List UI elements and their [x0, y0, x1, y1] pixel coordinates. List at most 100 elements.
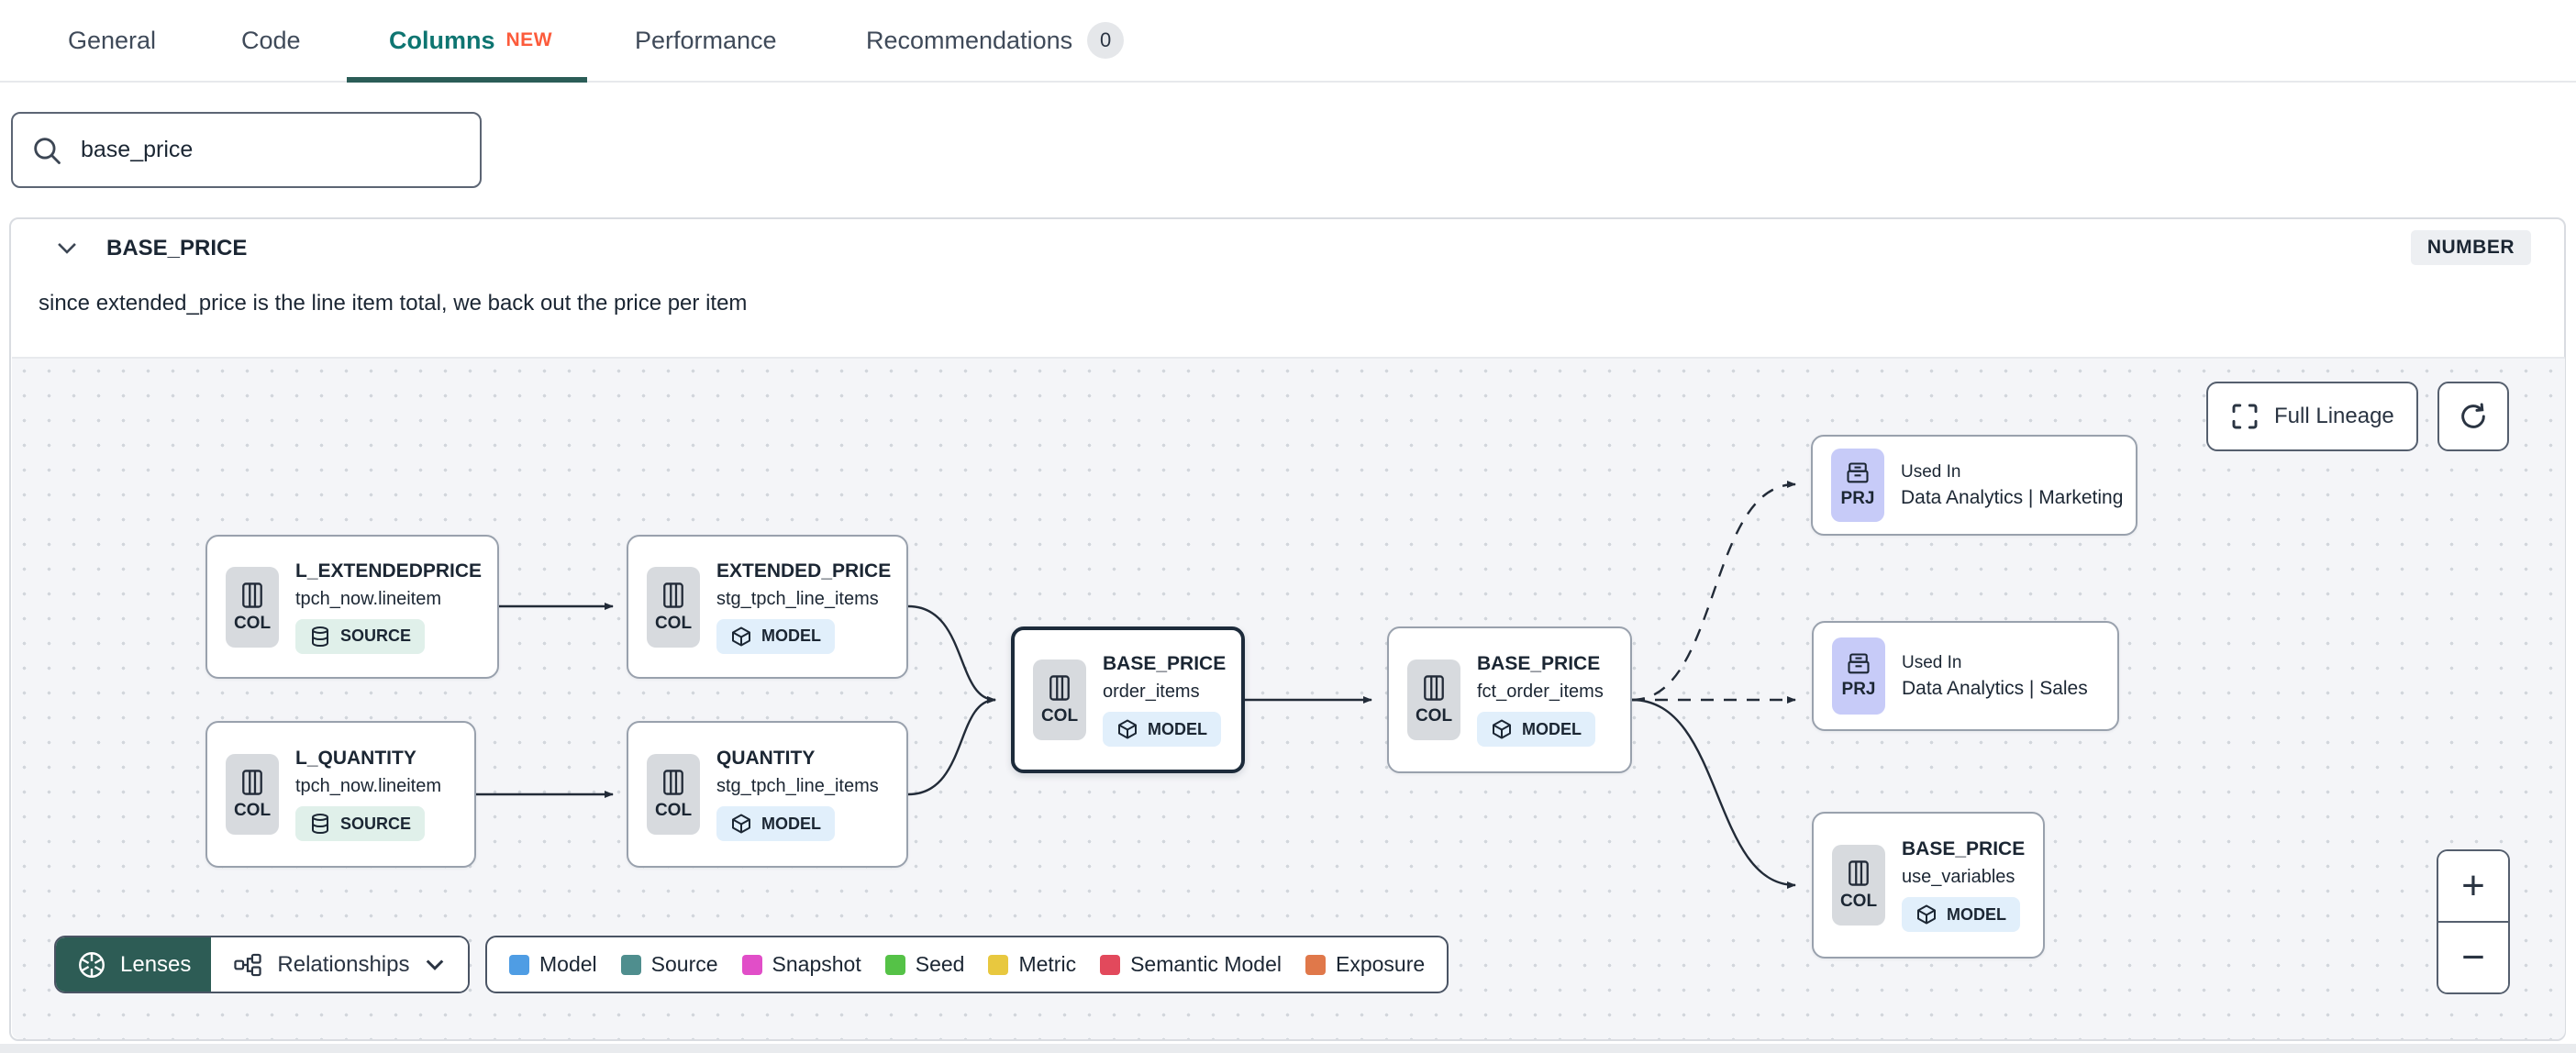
new-badge: NEW	[505, 29, 553, 50]
model-tag: MODEL	[1902, 897, 2020, 932]
legend-item-snapshot: Snapshot	[741, 952, 861, 977]
tab-recommendations[interactable]: Recommendations 0	[866, 0, 1125, 81]
node-subtitle: stg_tpch_line_items	[716, 776, 879, 796]
full-lineage-button[interactable]: Full Lineage	[2206, 382, 2418, 451]
tab-label: Performance	[635, 26, 777, 54]
tab-performance[interactable]: Performance	[635, 0, 777, 81]
lineage-node-base-price-use-variables[interactable]: COL BASE_PRICE use_variables MODEL	[1812, 812, 2045, 959]
lineage-canvas[interactable]: COL L_EXTENDEDPRICE tpch_now.lineitem SO…	[12, 357, 2565, 1039]
node-subtitle: tpch_now.lineitem	[295, 588, 441, 609]
node-subtitle: stg_tpch_line_items	[716, 588, 879, 609]
column-description: since extended_price is the line item to…	[39, 291, 748, 316]
search-section	[0, 83, 2576, 217]
legend-label: Semantic Model	[1130, 952, 1282, 976]
node-title: BASE_PRICE	[1902, 838, 2026, 859]
column-panel: BASE_PRICE NUMBER since extended_price i…	[9, 217, 2566, 1041]
seed-swatch	[884, 954, 905, 975]
project-icon	[1848, 653, 1870, 674]
source-swatch	[620, 954, 641, 975]
column-type-badge: NUMBER	[2410, 230, 2531, 265]
lineage-node-l-quantity[interactable]: COL L_QUANTITY tpch_now.lineitem SOURCE	[205, 721, 476, 868]
model-tag: MODEL	[1477, 712, 1595, 747]
resource-legend: Model Source Snapshot Seed Metric Semant…	[485, 936, 1449, 993]
recommendations-count-badge: 0	[1087, 22, 1125, 59]
lenses-toolbar: Lenses Relationships	[54, 936, 471, 993]
zoom-in-button[interactable]: +	[2438, 851, 2508, 923]
node-title: L_EXTENDEDPRICE	[295, 560, 483, 582]
expand-icon	[2232, 404, 2258, 429]
relationships-dropdown[interactable]: Relationships	[211, 937, 469, 992]
lineage-node-base-price-order-items[interactable]: COL BASE_PRICE order_items MODEL	[1011, 626, 1245, 773]
node-title: QUANTITY	[716, 748, 816, 769]
search-icon	[34, 137, 61, 164]
lineage-node-used-in-sales[interactable]: PRJ Used In Data Analytics | Sales	[1812, 621, 2119, 731]
refresh-icon	[2461, 403, 2485, 428]
search-input[interactable]	[79, 136, 461, 164]
badge-label: PRJ	[1840, 489, 1875, 508]
badge-label: COL	[1839, 892, 1878, 911]
used-in-label: Used In	[1901, 461, 1961, 482]
legend-label: Snapshot	[772, 952, 861, 976]
node-subtitle: fct_order_items	[1477, 682, 1604, 702]
tab-label: Recommendations	[866, 26, 1073, 54]
lenses-button[interactable]: Lenses	[56, 937, 212, 992]
lineage-node-extended-price[interactable]: COL EXTENDED_PRICE stg_tpch_line_items M…	[627, 535, 908, 679]
semantic-model-swatch	[1100, 954, 1121, 975]
column-resource-badge: COL	[647, 566, 700, 648]
lineage-node-base-price-fct-order-items[interactable]: COL BASE_PRICE fct_order_items MODEL	[1387, 626, 1632, 773]
used-in-label: Used In	[1902, 652, 1962, 672]
lineage-node-quantity[interactable]: COL QUANTITY stg_tpch_line_items MODEL	[627, 721, 908, 868]
column-resource-badge: COL	[226, 566, 279, 648]
tag-label: MODEL	[1522, 719, 1582, 738]
tab-code[interactable]: Code	[241, 0, 301, 81]
columns-icon	[1424, 675, 1444, 701]
legend-item-exposure: Exposure	[1305, 952, 1425, 977]
tab-label: Columns	[389, 26, 495, 54]
column-resource-badge: COL	[647, 754, 700, 835]
node-title: L_QUANTITY	[295, 748, 416, 769]
node-title: BASE_PRICE	[1103, 653, 1227, 674]
lineage-node-l-extendedprice[interactable]: COL L_EXTENDEDPRICE tpch_now.lineitem SO…	[205, 535, 499, 679]
full-lineage-label: Full Lineage	[2274, 404, 2394, 428]
aperture-icon	[79, 951, 105, 978]
project-resource-badge: PRJ	[1831, 449, 1884, 522]
columns-icon	[1049, 675, 1070, 701]
relationships-label: Relationships	[277, 951, 410, 977]
bottom-divider	[0, 1044, 2576, 1053]
column-resource-badge: COL	[1407, 660, 1460, 740]
tab-general[interactable]: General	[68, 0, 156, 81]
column-search-box[interactable]	[11, 112, 482, 188]
model-tag: MODEL	[1103, 712, 1221, 747]
model-swatch	[509, 954, 529, 975]
exposure-swatch	[1305, 954, 1326, 975]
collapse-chevron-icon[interactable]	[55, 239, 79, 260]
columns-icon	[663, 770, 683, 795]
tab-bar: General Code Columns NEW Performance Rec…	[0, 0, 2576, 83]
tag-label: MODEL	[761, 626, 821, 645]
source-tag: SOURCE	[295, 806, 426, 841]
tag-label: SOURCE	[340, 626, 412, 645]
node-subtitle: use_variables	[1902, 867, 2015, 887]
legend-item-model: Model	[509, 952, 597, 977]
cube-icon	[1917, 904, 1936, 925]
legend-item-seed: Seed	[884, 952, 964, 977]
tab-label: General	[68, 26, 157, 54]
badge-label: PRJ	[1841, 680, 1876, 699]
badge-label: COL	[1415, 706, 1453, 726]
project-name: Data Analytics | Marketing	[1901, 486, 2124, 508]
legend-item-semantic-model: Semantic Model	[1100, 952, 1282, 977]
relationships-icon	[234, 953, 262, 976]
model-tag: MODEL	[716, 806, 835, 841]
active-tab-underline	[347, 77, 587, 83]
cube-icon	[1118, 719, 1137, 739]
refresh-button[interactable]	[2437, 382, 2509, 451]
legend-label: Model	[539, 952, 597, 976]
column-name: BASE_PRICE	[106, 236, 248, 260]
tag-label: MODEL	[761, 814, 821, 833]
columns-icon	[1849, 860, 1869, 886]
zoom-out-button[interactable]: −	[2438, 923, 2508, 992]
columns-icon	[663, 582, 683, 608]
lineage-node-used-in-marketing[interactable]: PRJ Used In Data Analytics | Marketing	[1811, 435, 2137, 536]
node-title: BASE_PRICE	[1477, 653, 1601, 674]
tab-columns[interactable]: Columns NEW	[389, 0, 552, 81]
